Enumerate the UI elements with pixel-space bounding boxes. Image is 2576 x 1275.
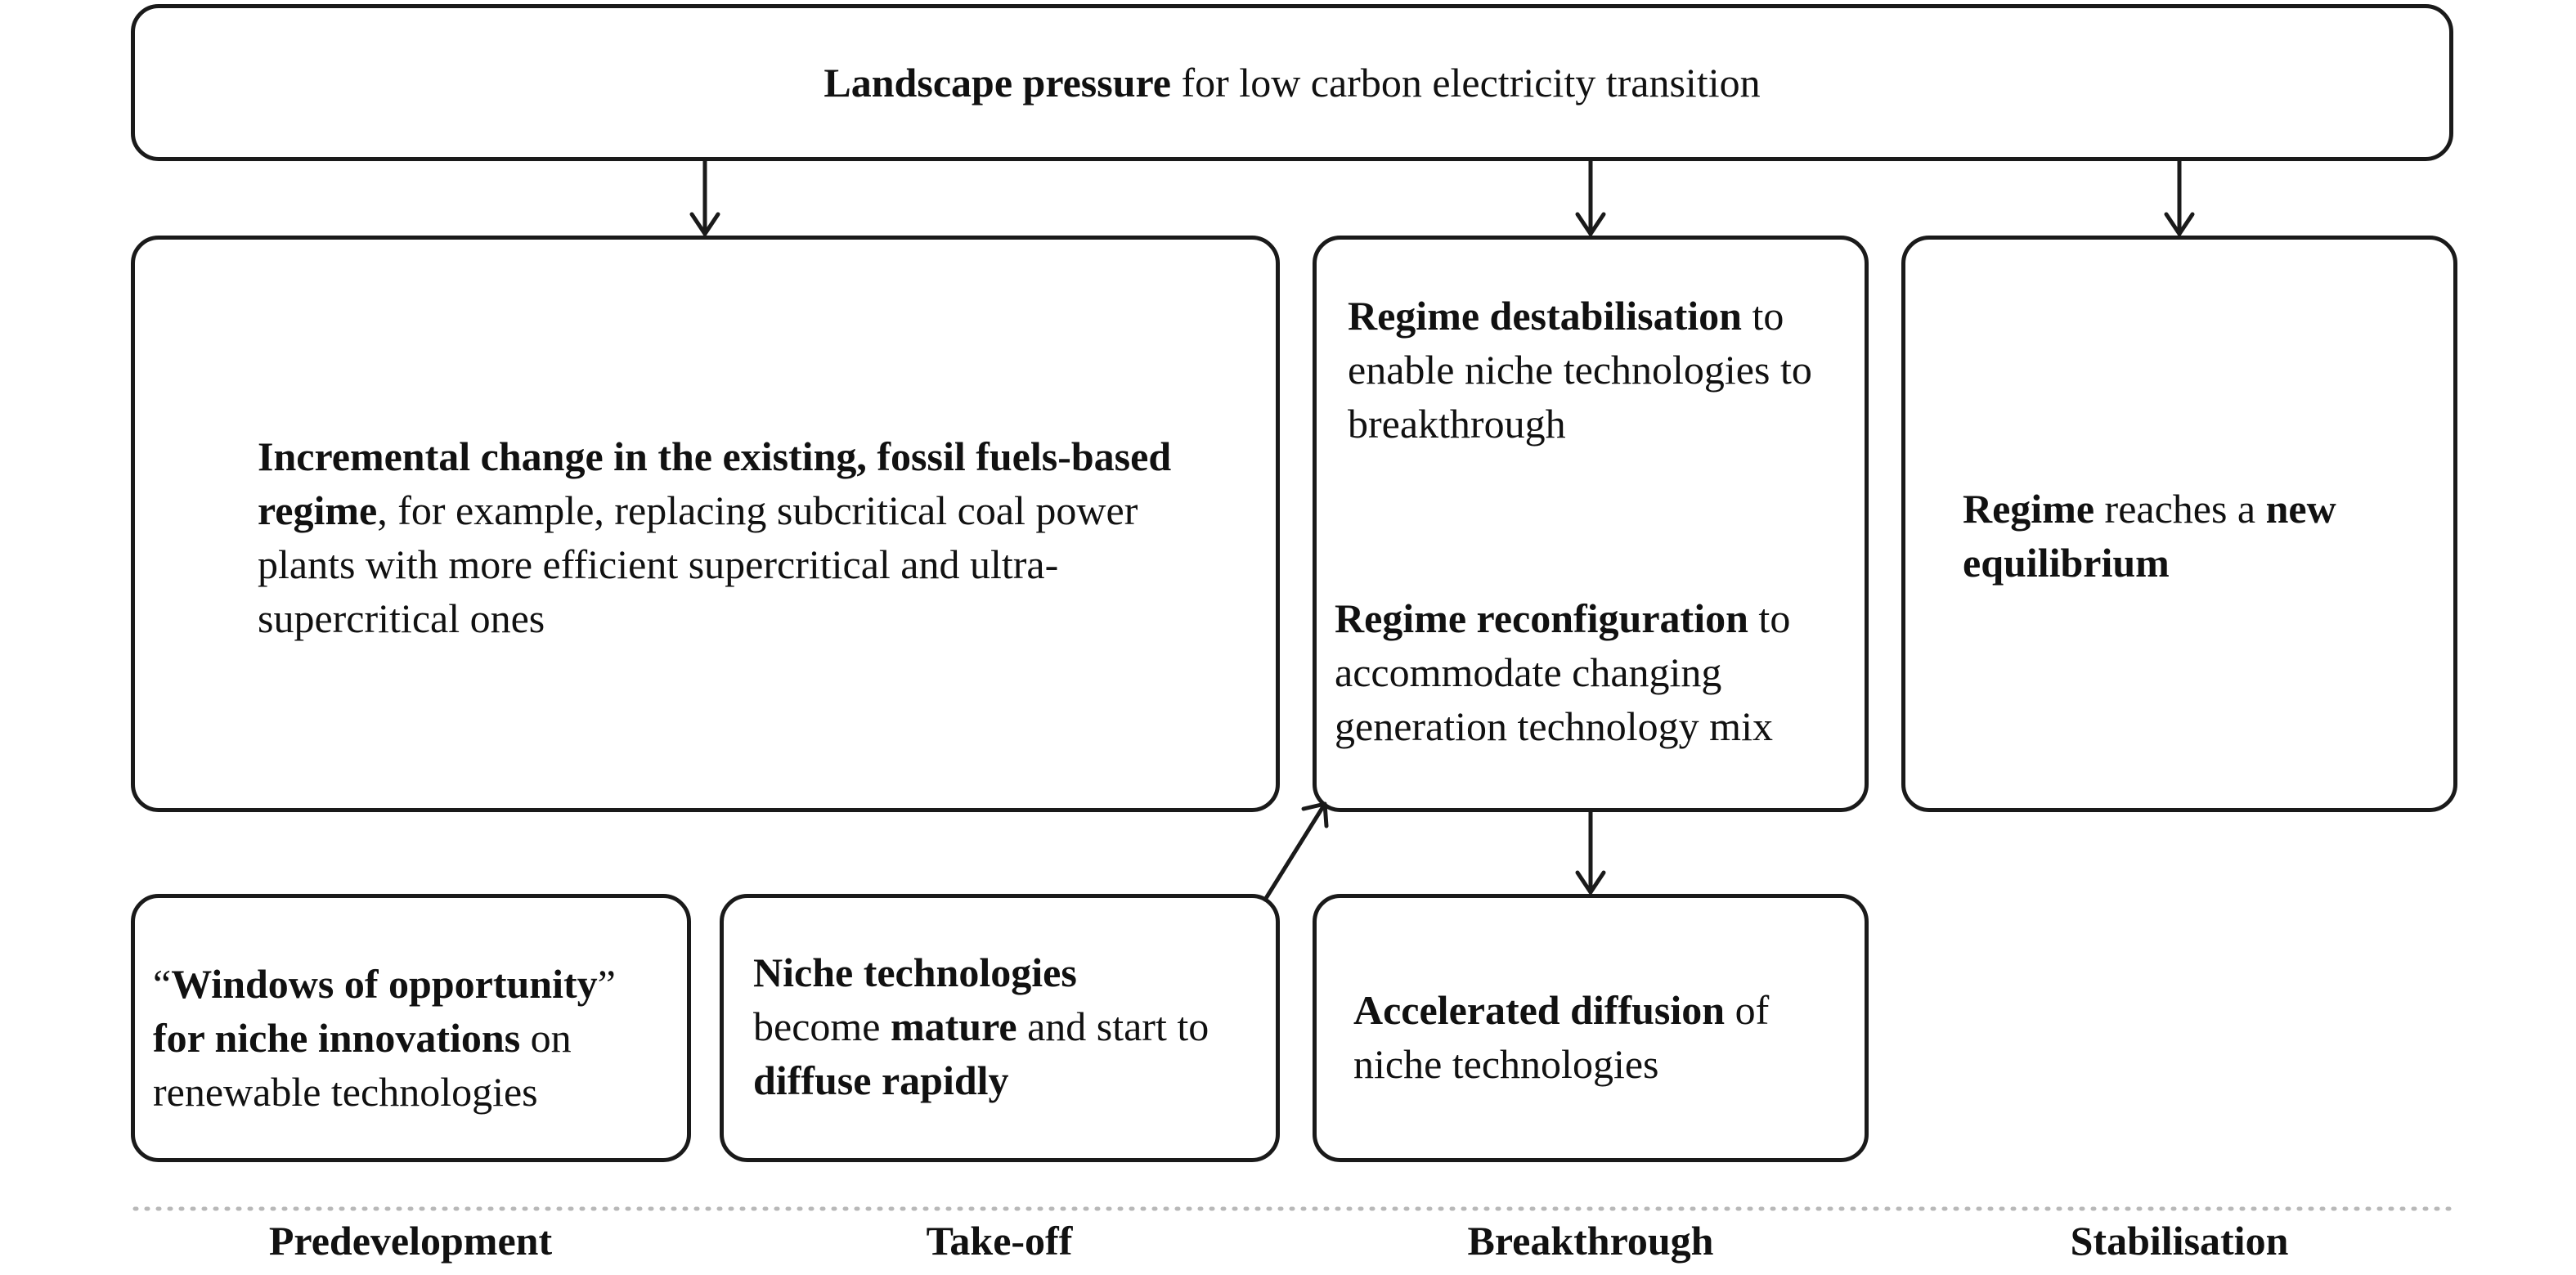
phase-breakthrough: Breakthrough [1467, 1218, 1714, 1264]
arrow-landscape-to-destabilisation [1575, 159, 1606, 236]
regime-destabilisation-box: Regime destabilisation to enable niche t… [1313, 236, 1869, 812]
incremental-change-box: Incremental change in the existing, foss… [131, 236, 1280, 812]
arrow-landscape-to-incremental [689, 159, 720, 236]
new-equilibrium-box: Regime reaches a new equilibrium [1901, 236, 2457, 812]
accelerated-diffusion-text: Accelerated diffusion of niche technolog… [1353, 987, 1770, 1087]
landscape-pressure-text: Landscape pressure for low carbon electr… [824, 60, 1761, 106]
arrow-regime-to-diffusion [1575, 810, 1606, 895]
new-equilibrium-text: Regime reaches a new equilibrium [1963, 486, 2336, 586]
arrow-niche-to-regime [1263, 801, 1329, 902]
niche-technologies-box: Niche technologies become mature and sta… [720, 894, 1280, 1162]
phase-stabilisation: Stabilisation [2070, 1218, 2289, 1264]
windows-of-opportunity-text: “Windows of opportunity” for niche innov… [153, 961, 616, 1115]
landscape-pressure-box: Landscape pressure for low carbon electr… [131, 4, 2453, 161]
phase-predevelopment: Predevelopment [268, 1218, 553, 1264]
regime-destabilisation-text: Regime destabilisation to enable niche t… [1348, 293, 1812, 447]
regime-reconfiguration-text: Regime reconfiguration to accommodate ch… [1335, 595, 1791, 749]
arrow-landscape-to-equilibrium [2164, 159, 2195, 236]
incremental-change-text: Incremental change in the existing, foss… [258, 433, 1172, 641]
niche-technologies-text: Niche technologies become mature and sta… [753, 950, 1209, 1103]
accelerated-diffusion-box: Accelerated diffusion of niche technolog… [1313, 894, 1869, 1162]
phase-take-off: Take-off [926, 1218, 1073, 1264]
windows-of-opportunity-box: “Windows of opportunity” for niche innov… [131, 894, 691, 1162]
